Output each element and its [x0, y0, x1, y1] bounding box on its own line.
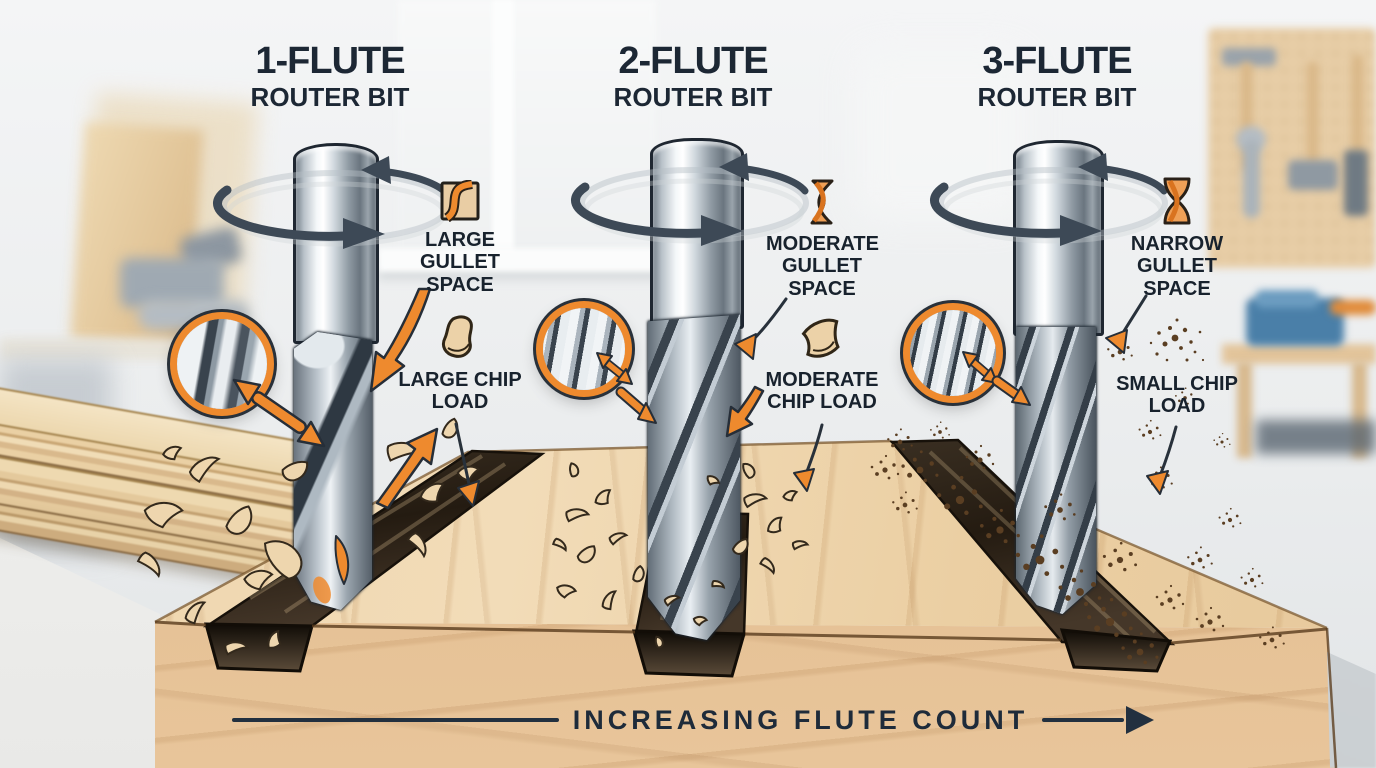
medium-chips-panel-2: [551, 460, 809, 649]
panel-3-title-sub: ROUTER BIT: [977, 82, 1137, 112]
axis-label: INCREASING FLUTE COUNT: [572, 704, 1029, 735]
chip-load-pointer-arrow-3: [1146, 425, 1178, 495]
wrench-handle: [1243, 140, 1260, 218]
axis-line-right: [1042, 718, 1124, 722]
panel-1-title-main: 1-FLUTE: [255, 40, 405, 82]
panel-2-title-main: 2-FLUTE: [618, 40, 768, 82]
rotation-arrow-3: [930, 153, 1168, 246]
router-bit-1-flutes: [294, 332, 372, 610]
panel-2-title: 2-FLUTE ROUTER BIT: [568, 42, 818, 110]
hammer-handle: [1241, 62, 1252, 170]
panel-3-title: 3-FLUTE ROUTER BIT: [932, 42, 1182, 110]
gray-router-tool-body: [120, 258, 224, 308]
panel-1-title: 1-FLUTE ROUTER BIT: [205, 42, 455, 110]
chip-label-2: MODERATE CHIP LOAD: [765, 369, 879, 414]
workbench-leg: [1237, 362, 1252, 458]
chip-label-1: LARGE CHIP LOAD: [398, 369, 522, 414]
gullet-label-3: NARROW GULLET SPACE: [1130, 233, 1224, 300]
magnifier-double-arrow-2: [596, 352, 657, 424]
wide-s-curve-swatch-icon: [440, 180, 480, 222]
flute-count-axis: INCREASING FLUTE COUNT: [232, 700, 1154, 740]
axis-line-left: [232, 718, 559, 722]
workbench-rail: [1256, 420, 1376, 454]
medium-wood-chip-icon: [801, 318, 840, 358]
board-front-edge: [154, 620, 1328, 645]
chip-flow-arrow-panel-2: [725, 385, 765, 438]
chip-callout-3: SMALL CHIP LOAD: [1109, 318, 1245, 418]
groove-3-front-notch: [1059, 628, 1173, 673]
left-shelf: [0, 338, 222, 360]
gullet-label-2: MODERATE GULLET SPACE: [766, 233, 879, 300]
chip-load-pointer-arrow-2: [793, 423, 824, 492]
workbench-top: [1222, 344, 1376, 364]
gullet-pointer-arrow-2: [734, 297, 788, 360]
groove-1-front-notch: [204, 622, 314, 673]
sledge-icon: [1344, 150, 1368, 216]
gullet-label-1: LARGE GULLET SPACE: [420, 229, 500, 296]
chip-callout-1: LARGE CHIP LOAD: [392, 314, 528, 414]
panel-2-title-sub: ROUTER BIT: [613, 82, 773, 112]
axis-arrowhead-icon: [1126, 706, 1154, 734]
chip-label-3: SMALL CHIP LOAD: [1116, 373, 1238, 418]
gullet-callout-3: NARROW GULLET SPACE: [1121, 176, 1233, 300]
chip-flow-arrows-panel-1: [313, 287, 439, 604]
hourglass-icon: [1163, 177, 1191, 225]
window-sill: [378, 248, 676, 272]
gullet-pointer-arrow-3: [1105, 294, 1148, 354]
chip-callout-2: MODERATE CHIP LOAD: [754, 316, 890, 414]
board-right-corner-edge: [1325, 627, 1338, 768]
gullet-callout-1: LARGE GULLET SPACE: [404, 180, 516, 296]
mallet-handle: [1307, 62, 1318, 164]
window-mullion: [492, 0, 514, 268]
chip-load-pointer-arrow-1: [454, 422, 480, 507]
large-wood-chip-icon: [441, 315, 473, 358]
sledge-handle: [1352, 55, 1363, 153]
magnifier-double-arrow-3: [962, 351, 1031, 406]
panel-3-title-main: 3-FLUTE: [982, 40, 1132, 82]
blue-power-tool-top: [1256, 290, 1318, 308]
hammer-icon: [1222, 48, 1276, 66]
magnifier-double-arrow-1: [232, 378, 326, 448]
gullet-callout-2: MODERATE GULLET SPACE: [766, 178, 879, 300]
panel-1-title-sub: ROUTER BIT: [250, 82, 410, 112]
rotation-arrow-2: [571, 153, 809, 246]
tool-handle-bar: [1330, 300, 1376, 315]
twisted-ribbon-icon: [810, 179, 834, 225]
sawdust-cluster-icon: [1149, 318, 1205, 362]
router-bit-2-flutes: [648, 308, 740, 640]
pegboard-background: [1208, 28, 1376, 268]
flute-detail-magnifier-3: [903, 303, 1003, 403]
mallet-icon: [1288, 160, 1338, 190]
router-bit-3-shank: [1013, 140, 1104, 336]
